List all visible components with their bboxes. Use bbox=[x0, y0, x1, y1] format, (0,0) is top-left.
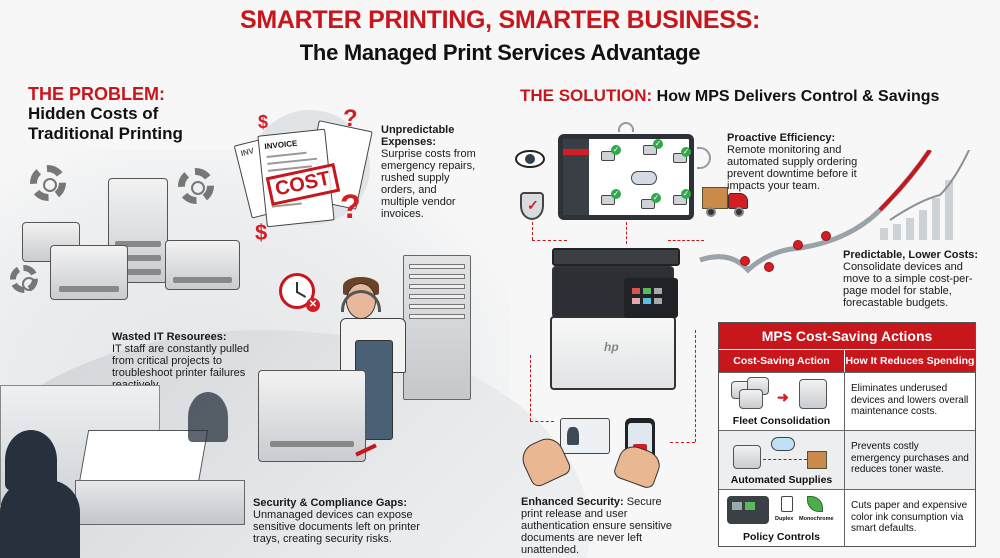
arrow-right-icon: ➜ bbox=[777, 389, 789, 405]
laser-printer-icon bbox=[50, 245, 128, 300]
mps-cost-saving-table: MPS Cost-Saving Actions Cost-Saving Acti… bbox=[718, 322, 976, 547]
column-header: Cost-Saving Action bbox=[719, 350, 845, 372]
lurking-figure-icon bbox=[188, 392, 228, 442]
monitoring-dashboard: ✓ ✓ ✓ ✓ ✓ ✓ bbox=[558, 134, 694, 220]
check-icon: ✓ bbox=[681, 147, 691, 157]
eye-icon bbox=[515, 150, 545, 168]
monochrome-tag: Monochrome bbox=[799, 516, 834, 522]
problem-subheading: Hidden Costs of Traditional Printing bbox=[28, 104, 183, 143]
supply-box-icon bbox=[807, 451, 827, 469]
action-label: Policy Controls bbox=[742, 531, 820, 543]
duplex-tag: Duplex bbox=[775, 516, 794, 522]
consolidated-printer-icon bbox=[799, 379, 827, 409]
check-icon: ✓ bbox=[611, 189, 621, 199]
leaf-icon bbox=[807, 496, 823, 512]
duplex-document-icon bbox=[781, 496, 793, 512]
dollar-icon: $ bbox=[255, 220, 268, 245]
device-node-icon bbox=[641, 199, 655, 209]
printer-icon bbox=[733, 445, 761, 469]
action-label: Automated Supplies bbox=[730, 474, 833, 486]
cloud-icon bbox=[631, 171, 657, 185]
effect-text: Cuts paper and expensive color ink consu… bbox=[851, 500, 968, 534]
check-icon: ✓ bbox=[681, 189, 691, 199]
id-badge-icon bbox=[560, 418, 610, 454]
server-rack-icon bbox=[403, 255, 471, 400]
callout-wasted-it-resources: Wasted IT Resourees: IT staff are consta… bbox=[112, 331, 250, 391]
dollar-icon: $ bbox=[258, 112, 269, 132]
effect-text: Eliminates underused devices and lowers … bbox=[851, 383, 969, 417]
inkjet-printer-icon bbox=[165, 240, 240, 290]
question-icon: ? bbox=[340, 188, 361, 226]
callout-unpredictable-expenses: Unpredictable Expenses: Surprise costs f… bbox=[381, 124, 476, 220]
table-row: Automated Supplies Prevents costly emerg… bbox=[719, 430, 975, 489]
copier-icon bbox=[108, 178, 168, 283]
table-header-row: Cost-Saving Action How It Reduces Spendi… bbox=[719, 350, 975, 372]
hand-icon bbox=[612, 441, 664, 491]
check-icon: ✓ bbox=[651, 193, 661, 203]
table-row: Duplex Monochrome Policy Controls Cuts p… bbox=[719, 489, 975, 546]
x-badge-icon: ✕ bbox=[306, 298, 320, 312]
device-node-icon bbox=[601, 195, 615, 205]
solution-heading: THE SOLUTION: How MPS Delivers Control &… bbox=[520, 86, 940, 105]
mfp-printer-icon: hp bbox=[550, 316, 676, 390]
data-point-icon bbox=[740, 256, 750, 266]
callout-enhanced-security: Enhanced Security: Secure print release … bbox=[521, 496, 673, 556]
check-icon: ✓ bbox=[653, 139, 663, 149]
infographic-title: SMARTER PRINTING, SMARTER BUSINESS: bbox=[239, 6, 761, 34]
gear-icon bbox=[30, 165, 66, 201]
column-header: How It Reduces Spending bbox=[845, 355, 975, 367]
table-row: ➜ Fleet Consolidation Eliminates underus… bbox=[719, 372, 975, 430]
table-title: MPS Cost-Saving Actions bbox=[719, 323, 975, 350]
callout-predictable-costs: Predictable, Lower Costs: Consolidate de… bbox=[843, 249, 979, 309]
control-panel-icon bbox=[727, 496, 769, 524]
data-point-icon bbox=[793, 240, 803, 250]
effect-text: Prevents costly emergency purchases and … bbox=[851, 441, 969, 475]
gear-icon bbox=[178, 168, 214, 204]
action-label: Fleet Consolidation bbox=[732, 415, 831, 427]
paper-tray-icon bbox=[75, 480, 245, 525]
jammed-printer-icon bbox=[258, 370, 366, 462]
data-point-icon bbox=[821, 231, 831, 241]
infographic-subtitle: The Managed Print Services Advantage bbox=[299, 40, 701, 65]
check-icon: ✓ bbox=[611, 145, 621, 155]
device-node-icon bbox=[643, 145, 657, 155]
device-node-icon bbox=[601, 151, 615, 161]
callout-proactive-efficiency: Proactive Efficiency: Remote monitoring … bbox=[727, 132, 858, 192]
callout-security-gaps: Security & Compliance Gaps: Unmanaged de… bbox=[253, 497, 420, 545]
touchscreen-panel bbox=[624, 278, 678, 318]
gear-icon bbox=[10, 265, 38, 293]
trend-line-icon bbox=[699, 150, 971, 274]
shield-check-icon: ✓ bbox=[520, 192, 544, 220]
data-point-icon bbox=[764, 262, 774, 272]
wifi-icon bbox=[618, 122, 634, 132]
printer-icon bbox=[739, 389, 763, 409]
signal-icon bbox=[697, 147, 711, 169]
question-icon: ? bbox=[343, 105, 358, 132]
problem-heading: THE PROBLEM: bbox=[28, 84, 165, 104]
device-node-icon bbox=[673, 153, 687, 163]
clock-icon bbox=[279, 273, 315, 309]
cloud-icon bbox=[771, 437, 795, 451]
device-node-icon bbox=[673, 195, 687, 205]
